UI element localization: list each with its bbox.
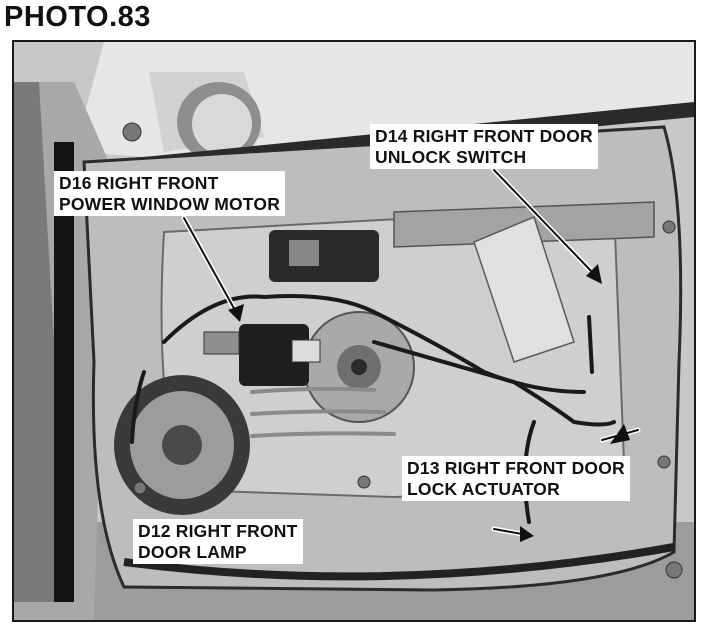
callout-d13-line2: LOCK ACTUATOR <box>407 479 560 499</box>
callout-d16-window-motor: D16 RIGHT FRONT POWER WINDOW MOTOR <box>54 171 286 216</box>
door-panel-illustration <box>14 42 694 620</box>
photo-title: PHOTO.83 <box>4 1 151 33</box>
callout-d13-line1: D13 RIGHT FRONT DOOR <box>407 458 625 478</box>
callout-d14-line1: D14 RIGHT FRONT DOOR <box>375 126 593 146</box>
callout-d14-unlock-switch: D14 RIGHT FRONT DOOR UNLOCK SWITCH <box>370 124 598 169</box>
callout-d16-line1: D16 RIGHT FRONT <box>59 173 219 193</box>
callout-d16-line2: POWER WINDOW MOTOR <box>59 194 281 214</box>
callout-d13-lock-actuator: D13 RIGHT FRONT DOOR LOCK ACTUATOR <box>402 456 630 501</box>
callout-d14-line2: UNLOCK SWITCH <box>375 147 527 167</box>
callout-d12-line2: DOOR LAMP <box>138 542 247 562</box>
callout-d12-door-lamp: D12 RIGHT FRONT DOOR LAMP <box>133 519 303 564</box>
callout-d12-line1: D12 RIGHT FRONT <box>138 521 298 541</box>
